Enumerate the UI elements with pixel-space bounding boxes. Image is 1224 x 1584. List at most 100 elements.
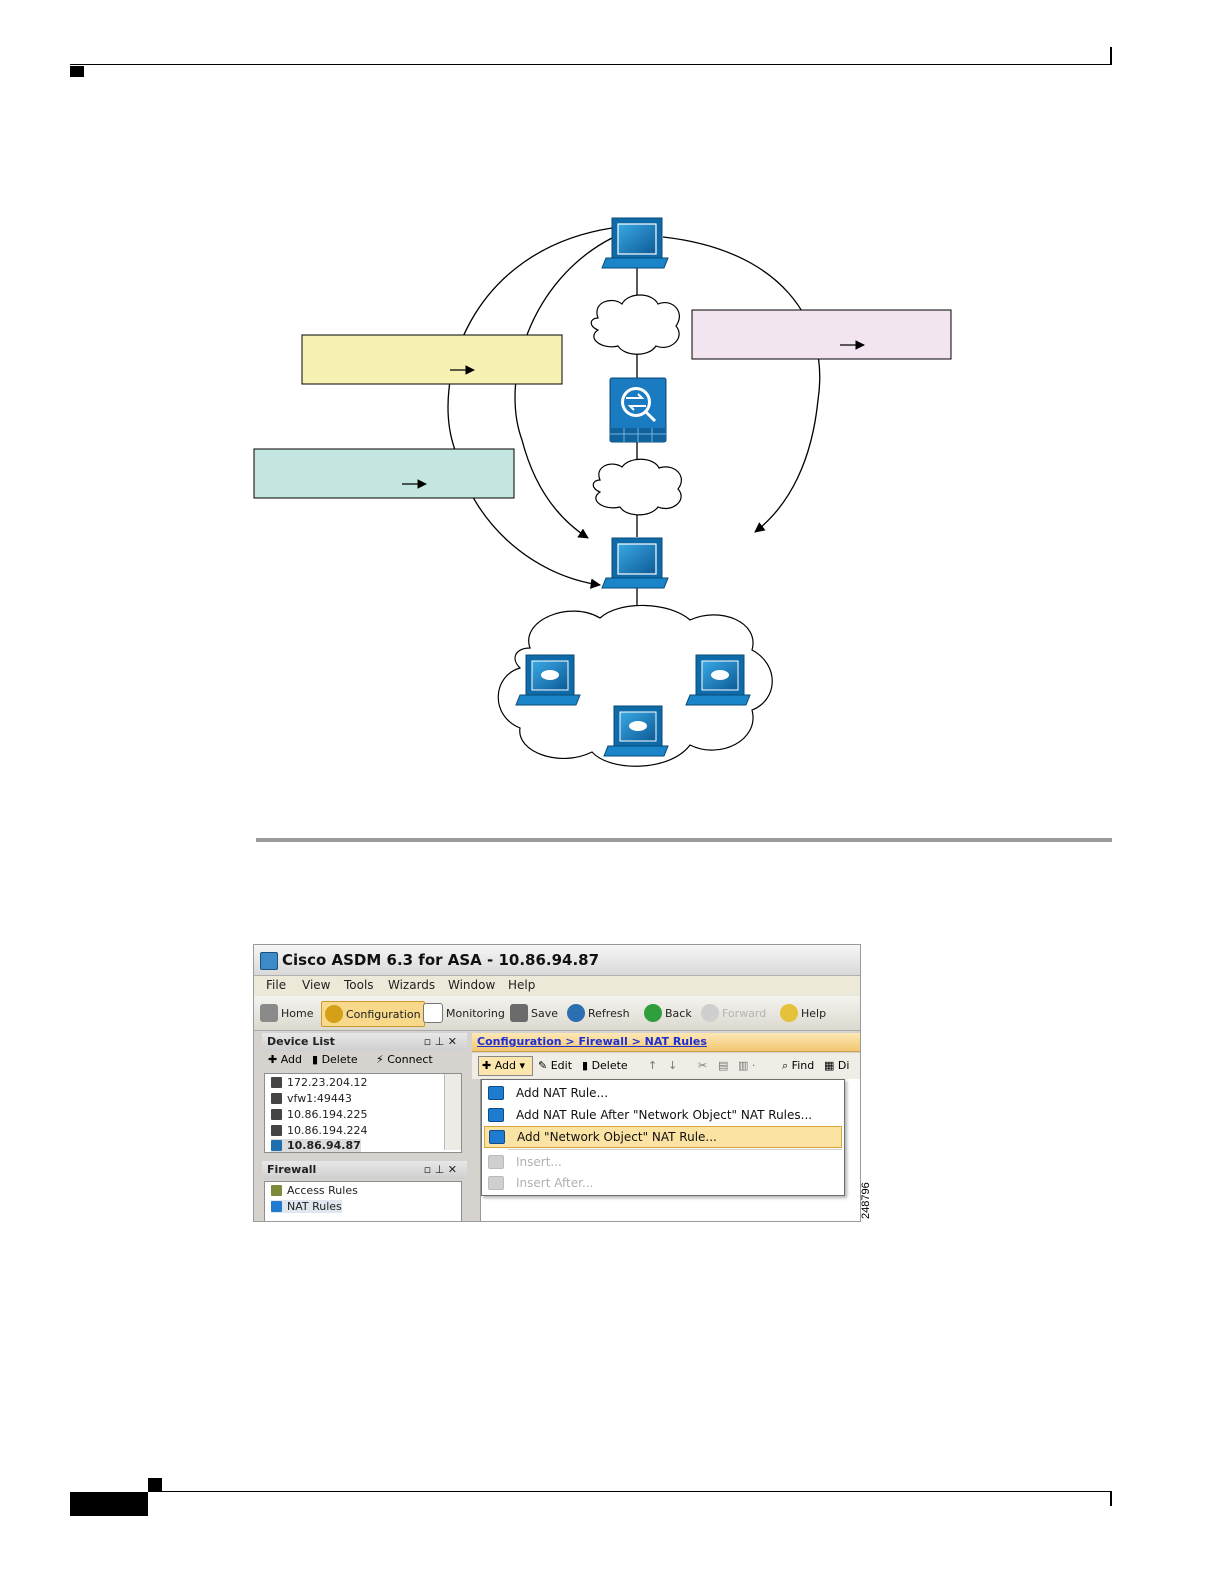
device-icon — [271, 1109, 282, 1120]
header-end-tick — [1110, 47, 1112, 64]
footer-page-tab — [70, 1492, 148, 1516]
cut-icon[interactable]: ✂ — [698, 1059, 708, 1072]
monitoring-icon — [423, 1003, 443, 1023]
cloud-icon — [590, 294, 680, 355]
menu-tools[interactable]: Tools — [344, 978, 374, 992]
panel-controls-icon[interactable]: ▫ ⊥ ✕ — [423, 1163, 457, 1176]
firewall-header: Firewall ▫ ⊥ ✕ — [262, 1161, 467, 1179]
menu-view[interactable]: View — [302, 978, 331, 992]
home-icon — [260, 1004, 278, 1022]
firewall-tree: Access Rules NAT Rules — [264, 1181, 462, 1221]
firewall-appliance-icon — [609, 377, 667, 443]
header-corner-block — [70, 66, 84, 77]
find-button[interactable]: ⌕ Find — [782, 1059, 815, 1072]
delete-button[interactable]: ▮ Delete — [582, 1059, 628, 1072]
footer-rule — [148, 1491, 1112, 1492]
menu-item-insert-after[interactable]: Insert After... — [484, 1173, 840, 1193]
add-dropdown-menu: Add NAT Rule... Add NAT Rule After "Netw… — [481, 1079, 845, 1196]
menu-item-add-nat-rule-after[interactable]: Add NAT Rule After "Network Object" NAT … — [484, 1105, 840, 1125]
translation-box-yellow — [301, 334, 563, 385]
footer-tab-notch — [148, 1478, 162, 1491]
menu-wizards[interactable]: Wizards — [388, 978, 436, 992]
lan-host-icon — [603, 705, 669, 757]
add-dropdown-button[interactable]: ✚ Add ▾ — [478, 1056, 533, 1076]
device-item-selected[interactable]: 10.86.94.87 — [271, 1139, 361, 1152]
breadcrumb: Configuration > Firewall > NAT Rules — [472, 1033, 860, 1052]
device-list-header: Device List ▫ ⊥ ✕ — [262, 1033, 467, 1051]
menu-item-add-nat-rule[interactable]: Add NAT Rule... — [484, 1083, 840, 1103]
menu-separator — [508, 1149, 842, 1150]
move-up-icon[interactable]: ↑ — [648, 1059, 658, 1072]
device-item[interactable]: 10.86.194.224 — [271, 1124, 367, 1137]
nat-rules-item[interactable]: NAT Rules — [271, 1200, 342, 1213]
nat-rule-icon — [489, 1130, 505, 1144]
save-icon — [510, 1004, 528, 1022]
back-button[interactable]: Back — [644, 1001, 692, 1025]
edit-button[interactable]: ✎ Edit — [538, 1059, 573, 1072]
app-icon — [260, 952, 278, 970]
figure-number-text: 248796 — [860, 1182, 872, 1219]
flow-arcs — [447, 227, 821, 589]
diagram-button[interactable]: ▦ Di — [824, 1059, 850, 1072]
delete-device-button[interactable]: ▮ Delete — [312, 1053, 358, 1066]
menu-help[interactable]: Help — [508, 978, 536, 992]
window-titlebar: Cisco ASDM 6.3 for ASA - 10.86.94.87 — [254, 945, 860, 976]
device-icon — [271, 1077, 282, 1088]
copy-icon[interactable]: ▤ — [718, 1059, 729, 1072]
help-icon — [780, 1004, 798, 1022]
device-icon — [271, 1140, 282, 1151]
asdm-window: Cisco ASDM 6.3 for ASA - 10.86.94.87 Fil… — [253, 944, 861, 1222]
window-title: Cisco ASDM 6.3 for ASA - 10.86.94.87 — [282, 951, 600, 969]
device-list-actions: ✚ Add ▮ Delete ⚡ Connect — [266, 1053, 466, 1071]
paste-icon[interactable]: ▥ · — [738, 1059, 756, 1072]
back-arrow-icon — [644, 1004, 662, 1022]
menu-bar: File View Tools Wizards Window Help — [254, 976, 860, 996]
main-toolbar: Home Configuration Monitoring Save Refre… — [254, 996, 860, 1031]
connect-device-button[interactable]: ⚡ Connect — [376, 1053, 433, 1066]
save-button[interactable]: Save — [510, 1001, 558, 1025]
menu-window[interactable]: Window — [448, 978, 496, 992]
home-button[interactable]: Home — [260, 1001, 313, 1025]
figure-number: 248796 — [860, 1182, 872, 1219]
device-item[interactable]: vfw1:49443 — [271, 1092, 352, 1105]
configuration-button[interactable]: Configuration — [321, 1001, 425, 1027]
panel-controls-icon[interactable]: ▫ ⊥ ✕ — [423, 1035, 457, 1048]
menu-item-insert[interactable]: Insert... — [484, 1152, 840, 1172]
device-icon — [271, 1125, 282, 1136]
computer-icon — [601, 537, 669, 589]
cloud-icon — [592, 458, 682, 516]
nat-rule-icon — [488, 1086, 504, 1100]
content-toolbar: ✚ Add ▾ ✎ Edit ▮ Delete ↑ ↓ ✂ ▤ ▥ · ⌕ Fi… — [472, 1053, 860, 1079]
computer-icon — [601, 217, 669, 269]
refresh-button[interactable]: Refresh — [567, 1001, 630, 1025]
cloud-icon — [497, 604, 773, 767]
gears-icon — [325, 1005, 343, 1023]
lan-host-icon — [515, 654, 581, 706]
access-rules-item[interactable]: Access Rules — [271, 1184, 358, 1197]
forward-button[interactable]: Forward — [701, 1001, 766, 1025]
header-rule — [70, 64, 1112, 65]
device-list-scrollbar[interactable] — [444, 1074, 461, 1150]
nat-rule-icon — [488, 1108, 504, 1122]
device-tree: 172.23.204.12 vfw1:49443 10.86.194.225 1… — [264, 1073, 462, 1153]
access-rules-icon — [271, 1185, 282, 1196]
menu-file[interactable]: File — [266, 978, 287, 992]
insert-icon — [488, 1155, 504, 1169]
help-button[interactable]: Help — [780, 1001, 826, 1025]
section-divider — [256, 838, 1112, 842]
add-device-button[interactable]: ✚ Add — [268, 1053, 303, 1066]
move-down-icon[interactable]: ↓ — [668, 1059, 678, 1072]
menu-item-add-network-object-nat-rule[interactable]: Add "Network Object" NAT Rule... — [484, 1126, 842, 1148]
device-item[interactable]: 10.86.194.225 — [271, 1108, 367, 1121]
network-diagram — [253, 217, 952, 767]
device-item[interactable]: 172.23.204.12 — [271, 1076, 367, 1089]
monitoring-button[interactable]: Monitoring — [423, 1001, 505, 1025]
insert-icon — [488, 1176, 504, 1190]
nat-rules-icon — [271, 1201, 282, 1212]
footer-end-tick — [1110, 1492, 1112, 1506]
translation-box-pink — [691, 309, 952, 360]
device-icon — [271, 1093, 282, 1104]
translation-box-teal — [253, 448, 515, 499]
refresh-icon — [567, 1004, 585, 1022]
lan-host-icon — [685, 654, 751, 706]
